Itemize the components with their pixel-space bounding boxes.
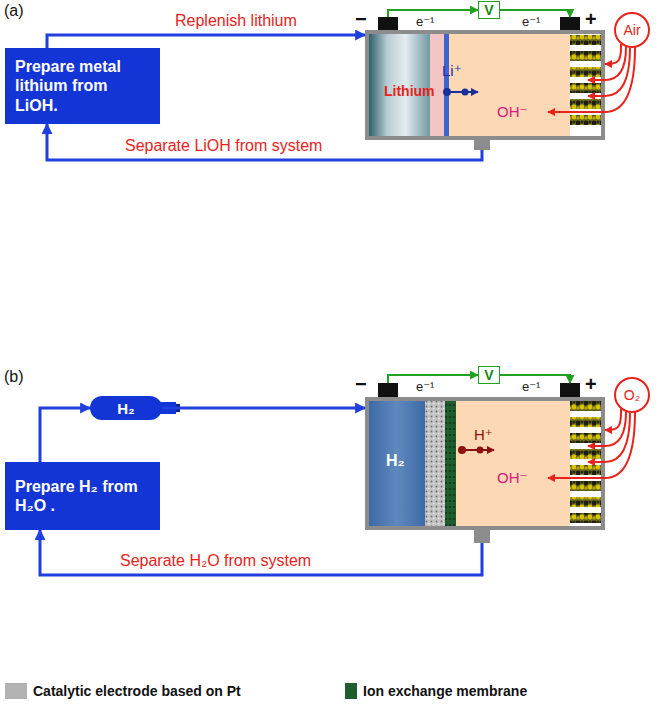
air-arrow — [605, 409, 621, 430]
node-text: OH⁻ — [497, 469, 527, 487]
node-text: Prepare H₂ from H₂O . — [15, 477, 150, 515]
node-text: Air — [623, 22, 640, 38]
legend-swatch — [5, 683, 27, 699]
legend-text: Ion exchange membrane — [363, 683, 527, 699]
node-text: O₂ — [624, 387, 640, 403]
flow-arrow — [162, 407, 365, 410]
edge-label: e⁻¹ — [416, 379, 434, 394]
gas-inlet-circle: Air — [614, 12, 650, 48]
gas-inlet-circle: O₂ — [614, 377, 650, 413]
node-text: Prepare metal lithium from LiOH. — [15, 57, 150, 115]
node-text: Lithium — [384, 83, 435, 99]
gas-cylinder: H₂ — [90, 396, 162, 420]
node-text: OH⁻ — [497, 103, 527, 121]
node-text: H₂ — [386, 452, 405, 470]
node-text: Li⁺ — [442, 62, 462, 80]
edge-label: Separate LiOH from system — [125, 137, 322, 155]
node-text: H₂ — [117, 400, 135, 417]
process-box: Prepare metal lithium from LiOH. — [5, 48, 160, 124]
flow-arrow — [47, 124, 482, 160]
edge-label: e⁻¹ — [416, 14, 434, 29]
panel-label: (b) — [4, 368, 24, 386]
voltmeter-box: V — [478, 1, 500, 19]
air-arrow — [605, 44, 621, 64]
terminal-sign: − — [355, 373, 367, 396]
edge-label: Separate H₂O from system — [120, 552, 311, 570]
legend-item: Ion exchange membrane — [345, 683, 527, 699]
terminal-sign: − — [355, 8, 367, 31]
flow-arrow — [47, 35, 365, 48]
cell-housing: Lithium Li⁺ OH⁻ — [365, 17, 605, 150]
legend-text: Catalytic electrode based on Pt — [33, 683, 241, 699]
flow-arrow — [40, 408, 90, 462]
edge-label: Replenish lithium — [175, 12, 297, 30]
process-box: Prepare H₂ from H₂O . — [5, 462, 160, 530]
edge-label: e⁻¹ — [522, 379, 540, 394]
terminal-sign: + — [585, 8, 597, 31]
node-text: V — [484, 2, 493, 18]
flow-arrow — [40, 530, 482, 575]
cell-housing: H₂ H⁺ OH⁻ — [365, 383, 605, 543]
node-text: H⁺ — [474, 426, 493, 444]
legend-swatch — [345, 683, 357, 699]
node-text: V — [484, 367, 493, 383]
hydrogen-fuel-cell — [160, 383, 635, 543]
voltmeter-box: V — [478, 366, 500, 384]
panel-label: (a) — [4, 2, 24, 20]
lithium-air-cell — [365, 17, 635, 150]
legend-item: Catalytic electrode based on Pt — [5, 683, 241, 699]
terminal-sign: + — [585, 373, 597, 396]
edge-label: e⁻¹ — [522, 14, 540, 29]
